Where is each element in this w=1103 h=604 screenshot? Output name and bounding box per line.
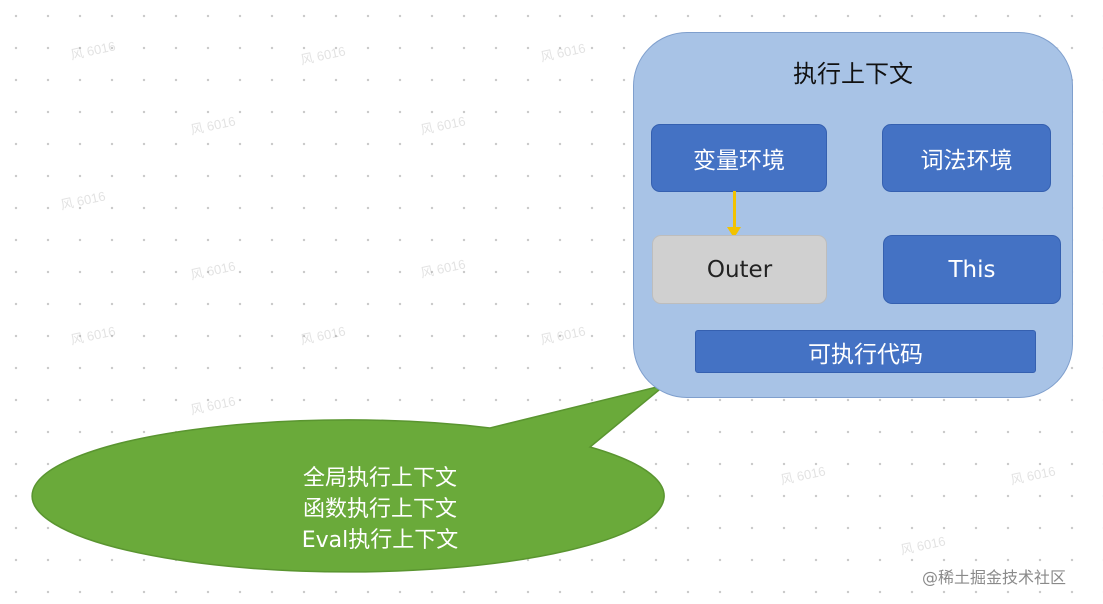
callout-bubble-shape — [31, 384, 666, 573]
arrow-down-icon — [727, 227, 741, 238]
eval-context-label: Eval执行上下文 — [301, 528, 459, 553]
credit-text: @稀土掘金技术社区 — [922, 568, 1067, 587]
execution-context-title: 执行上下文 — [793, 60, 913, 88]
executable-code-node: 可执行代码 — [695, 330, 1036, 373]
this-node: This — [883, 235, 1061, 304]
arrow-shaft — [733, 191, 736, 229]
function-context-label: 函数执行上下文 — [302, 497, 457, 522]
lexical-environment-node: 词法环境 — [882, 124, 1051, 192]
outer-node: Outer — [652, 235, 827, 304]
global-context-label: 全局执行上下文 — [302, 466, 457, 491]
callout-text: 全局执行上下文 函数执行上下文 Eval执行上下文 — [230, 463, 530, 556]
variable-environment-node: 变量环境 — [651, 124, 827, 192]
